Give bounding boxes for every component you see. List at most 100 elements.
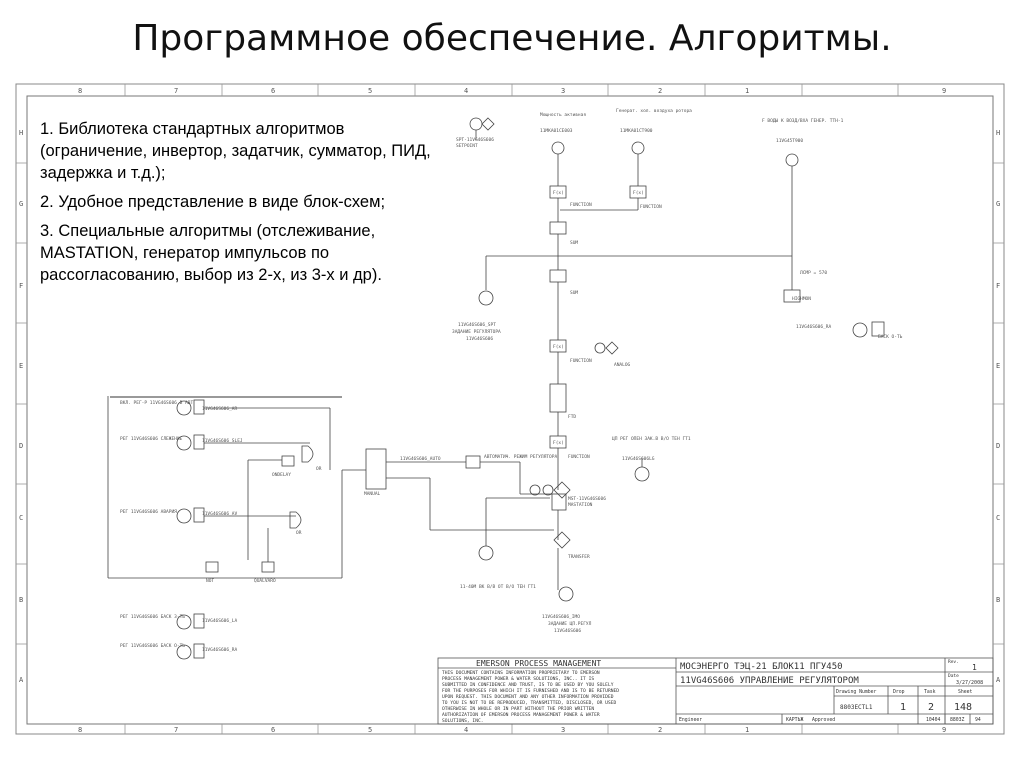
ruler-num-top-5: 4 [464,87,468,95]
tb-rev-value: 1 [972,663,977,672]
lbl-limit: ЛСМР = 570 [800,270,827,276]
tb-notice-3: SUBMITTED IN CONFIDENCE AND TRUST, IS TO… [442,682,614,688]
lbl-tag1: 11MKA01CE003 [540,128,573,134]
ruler-left [16,162,27,645]
lbl-analog: ANALOG [614,362,631,368]
ruler-num-bottom-5: 4 [464,726,468,734]
tb-notice-2: PROCESS MANAGEMENT POWER & WATER SOLUTIO… [442,676,594,682]
ruler-num-top-7: 2 [658,87,662,95]
lbl-or1: OR [316,466,322,472]
ruler-num-top-3: 6 [271,87,275,95]
lbl-ftch-tag: 11VG46S606LG [622,456,655,462]
lbl-ftd: FTD [568,414,576,420]
lbl-power: Мощность активная [540,112,586,118]
ruler-letter-left-3: F [19,282,23,290]
lbl-fx4: F(x) [553,440,564,446]
tb-engineer-label: Engineer [679,717,702,723]
lbl-gen-temp: Генерат. хол. воздуха ротора [616,108,692,114]
ruler-num-top-9: 9 [942,87,946,95]
lbl-mastation: MASTATION [568,502,593,508]
ruler-letter-right-6: C [996,514,1000,522]
lbl-rg-sled: РЕГ 11VG46S606 СЛЕЖЕНИЕ [120,436,183,442]
lbl-ra2-tag: 11VG46S606_RA [202,647,238,653]
lbl-not: NOT [206,578,214,584]
ruler-letter-left-4: E [19,362,23,370]
tb-date-value: 3/27/2008 [956,680,983,686]
ruler-num-bottom-9: 9 [942,726,946,734]
lbl-transfer: TRANSFER [568,554,590,560]
tb-sheet-label: Sheet [958,689,973,695]
tb-notice-4: FOR THE PURPOSES FOR WHICH IT IS FURNISH… [442,688,619,694]
ruler-letter-right-7: B [996,596,1000,604]
ruler-letter-right-2: G [996,200,1000,208]
tb-date-label: Date [948,673,959,679]
lbl-fx2: F(x) [633,190,644,196]
ruler-right [993,162,1004,645]
lbl-ondelay: ONDELAY [272,472,291,478]
ruler-num-top-6: 3 [561,87,565,95]
lbl-ar-tag: 11VG46S606_AR [202,406,238,412]
tb-dwg-label: Drawing Number [836,689,877,695]
ruler-bottom [124,724,899,734]
lbl-sp-zadanie: ЗАДАНИЕ РЕГУЛЯТОРА [452,329,501,335]
ruler-letter-right-3: F [996,282,1000,290]
tb-notice-1: THIS DOCUMENT CONTAINS INFORMATION PROPR… [442,670,600,676]
ruler-letter-left-7: B [19,596,23,604]
lbl-imo-desc: ЗАДАНИЕ ЦП.РЕГУЛ [548,621,592,627]
lbl-auto-tag: 11VG46S606_AUTO [400,456,441,462]
lbl-fx3: F(x) [553,344,564,350]
lbl-ra-tag: 11VG46S606_RA [796,324,832,330]
lbl-func4: FUNCTION [568,454,590,460]
tb-rev-label: Rev. [948,659,959,665]
lbl-imo-tag: 11VG46S606_IMO [542,614,580,620]
tb-notice-7: OTHERWISE IN WHOLE OR IN PART WITHOUT TH… [442,706,594,712]
lbl-sum2: SUM [570,290,578,296]
ruler-letter-right-1: H [996,129,1000,137]
title-block [437,657,994,725]
tb-drop-label: Drop [893,689,905,695]
lbl-ra-desc: БАСК О-ТЬ [878,334,903,340]
lbl-avar-tag: 11VG46S606_AV [202,511,238,517]
lbl-rg-bask3: РЕГ 11VG46S606 БАСК 3-ТЬ [120,614,185,620]
ruler-num-bottom-7: 2 [658,726,662,734]
lbl-sp-tag: 11VG46S606 [466,336,493,342]
bullet-3: 3. Специальные алгоритмы (отслеживание, … [40,222,382,284]
lbl-func2: FUNCTION [640,204,662,210]
lbl-sum1: SUM [570,240,578,246]
lbl-rg-basko: РЕГ 11VG46S606 БАСК О-ТЬ [120,643,185,649]
ruler-num-bottom-2: 7 [174,726,178,734]
tb-drop-value: 1 [900,702,906,713]
lbl-la-tag: 11VG46S606_LA [202,618,238,624]
ruler-letter-right-8: A [996,676,1001,684]
lbl-func1: FUNCTION [570,202,592,208]
ruler-num-top-8: 1 [745,87,749,95]
tb-dwg-number: 8803ECTL1 [840,704,873,711]
lbl-spt: SPT-11VG46S606 [456,137,494,143]
lbl-tag2: 11MKA01CT900 [620,128,653,134]
lbl-tag3: 11VG45T900 [776,138,803,144]
tb-company: EMERSON PROCESS MANAGEMENT [476,659,601,668]
ruler-num-bottom-8: 1 [745,726,749,734]
tb-project: МОСЭНЕРГО ТЭЦ-21 БЛОК11 ПГУ450 [680,662,843,672]
tb-engineer-name: КАРТЬЖ [786,717,803,723]
lbl-manual: MANUAL [364,491,381,497]
lbl-hilo: HIGHMON [792,296,811,302]
lbl-imo-tag2: 11VG46S606 [554,628,581,634]
ruler-num-bottom-6: 3 [561,726,565,734]
ruler-num-top-4: 5 [368,87,372,95]
bullet-list: 1. Библиотека стандартных алгоритмов (ог… [40,118,436,293]
lbl-avtomat: АВТОМАТИЧ. РЕЖИМ РЕГУЛЯТОРА [484,454,557,460]
tb-approved-label: Approved [812,717,835,723]
tb-footer-3: 94 [975,717,981,723]
lbl-out-val: 11-40М ВК В/В ОТ В/О ТЕН ГТ1 [460,584,536,590]
tb-notice-8: AUTHORIZATION OF EMERSON PROCESS MANAGEM… [442,712,600,718]
ruler-letter-left-5: D [19,442,23,450]
ruler-letter-left-6: C [19,514,23,522]
lbl-or2: OR [296,530,302,536]
lbl-gen-freq: F ВОДЫ К ВОЗД/ВХА ГЕНЕР. ТТН-1 [762,118,844,124]
tb-sheet-value: 148 [954,702,972,713]
ruler-num-bottom-3: 6 [271,726,275,734]
lbl-vkl: ВКЛ. РЕГ-Р 11VG46S606 В АВТ [120,400,193,406]
tb-footer-1: 10404 [926,717,941,723]
